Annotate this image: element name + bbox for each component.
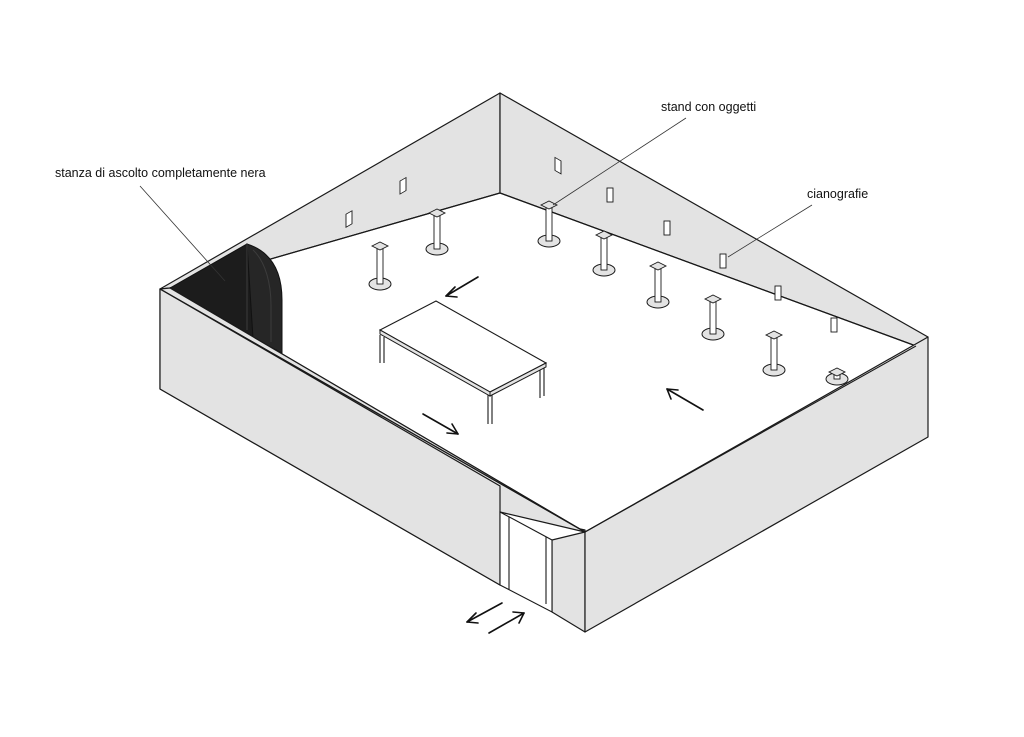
door-right-wall-stub [551,531,586,633]
pedestal-stand [762,330,786,377]
leader-listening-room [139,185,226,282]
pedestal-stand [368,241,392,291]
pedestal-stand [425,208,449,256]
entrance-doorway [499,511,553,613]
leader-stands [552,117,687,206]
pedestal-stand [646,261,670,309]
stands-group [368,200,849,386]
direction-arrows [422,276,704,634]
front-left-top-edge [159,288,586,533]
front-right-wall-face [584,336,929,633]
arrow-icon [466,602,503,624]
label-stands: stand con oggetti [661,100,756,114]
cyanotypes-left-wall [345,156,562,228]
pedestal-stand [592,230,616,277]
pedestal-stand [825,367,849,386]
arrow-icon [445,276,479,298]
arrow-icon [488,611,525,634]
arrow-icon [422,413,459,435]
right-wall-inner-edge [499,192,917,347]
label-cyanotypes: cianografie [807,187,868,201]
cyanotypes-right-wall [606,187,838,333]
central-table [378,300,548,424]
label-listening-room: stanza di ascolto completamente nera [55,166,266,180]
pedestal-stand [537,200,561,248]
leader-cyanotypes [727,204,813,258]
front-right-inner-edge [584,345,917,533]
arrow-icon [666,388,704,411]
pedestal-stand [701,294,725,341]
